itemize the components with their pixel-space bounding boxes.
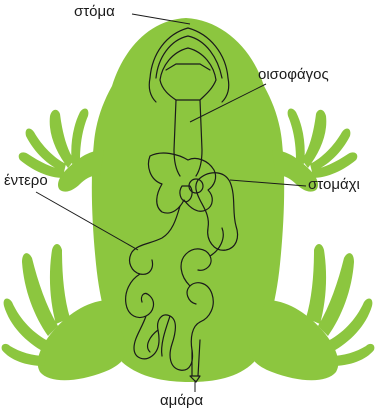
frog-torso (92, 18, 284, 382)
frog-back-left-leg (38, 300, 127, 380)
label-stomach: στομάχι (308, 177, 360, 192)
label-mouth: στόμα (74, 4, 115, 19)
frog-back-right-leg (249, 300, 338, 380)
label-intestine: έντερο (4, 173, 48, 188)
label-esophagus: οισοφάγος (258, 67, 329, 82)
label-anus: αμάρα (160, 393, 203, 408)
